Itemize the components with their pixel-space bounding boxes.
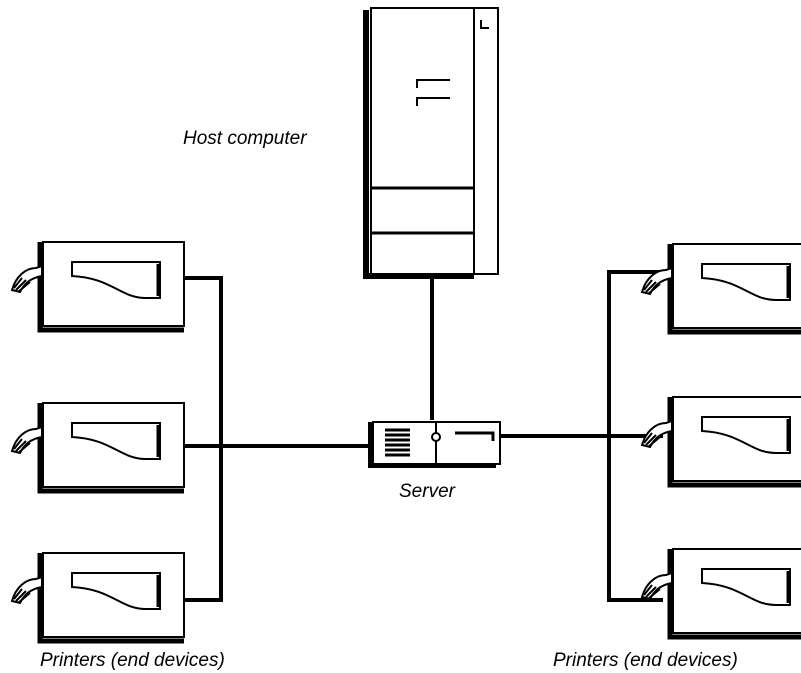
printer-icon: [12, 553, 184, 641]
server-icon: [368, 421, 501, 468]
printers-left-label: Printers (end devices): [40, 650, 225, 671]
printer-icon: [642, 244, 801, 332]
host-computer-label: Host computer: [183, 128, 307, 149]
printer-icon: [12, 242, 184, 330]
left-bus: [184, 276, 223, 602]
printer-icon: [642, 397, 801, 485]
printer-icon: [12, 403, 184, 491]
server-label: Server: [399, 481, 455, 502]
host-computer-icon: [363, 7, 499, 279]
connection-lines: [184, 270, 663, 602]
printer-icon: [642, 549, 801, 637]
printers-right-label: Printers (end devices): [553, 650, 738, 671]
